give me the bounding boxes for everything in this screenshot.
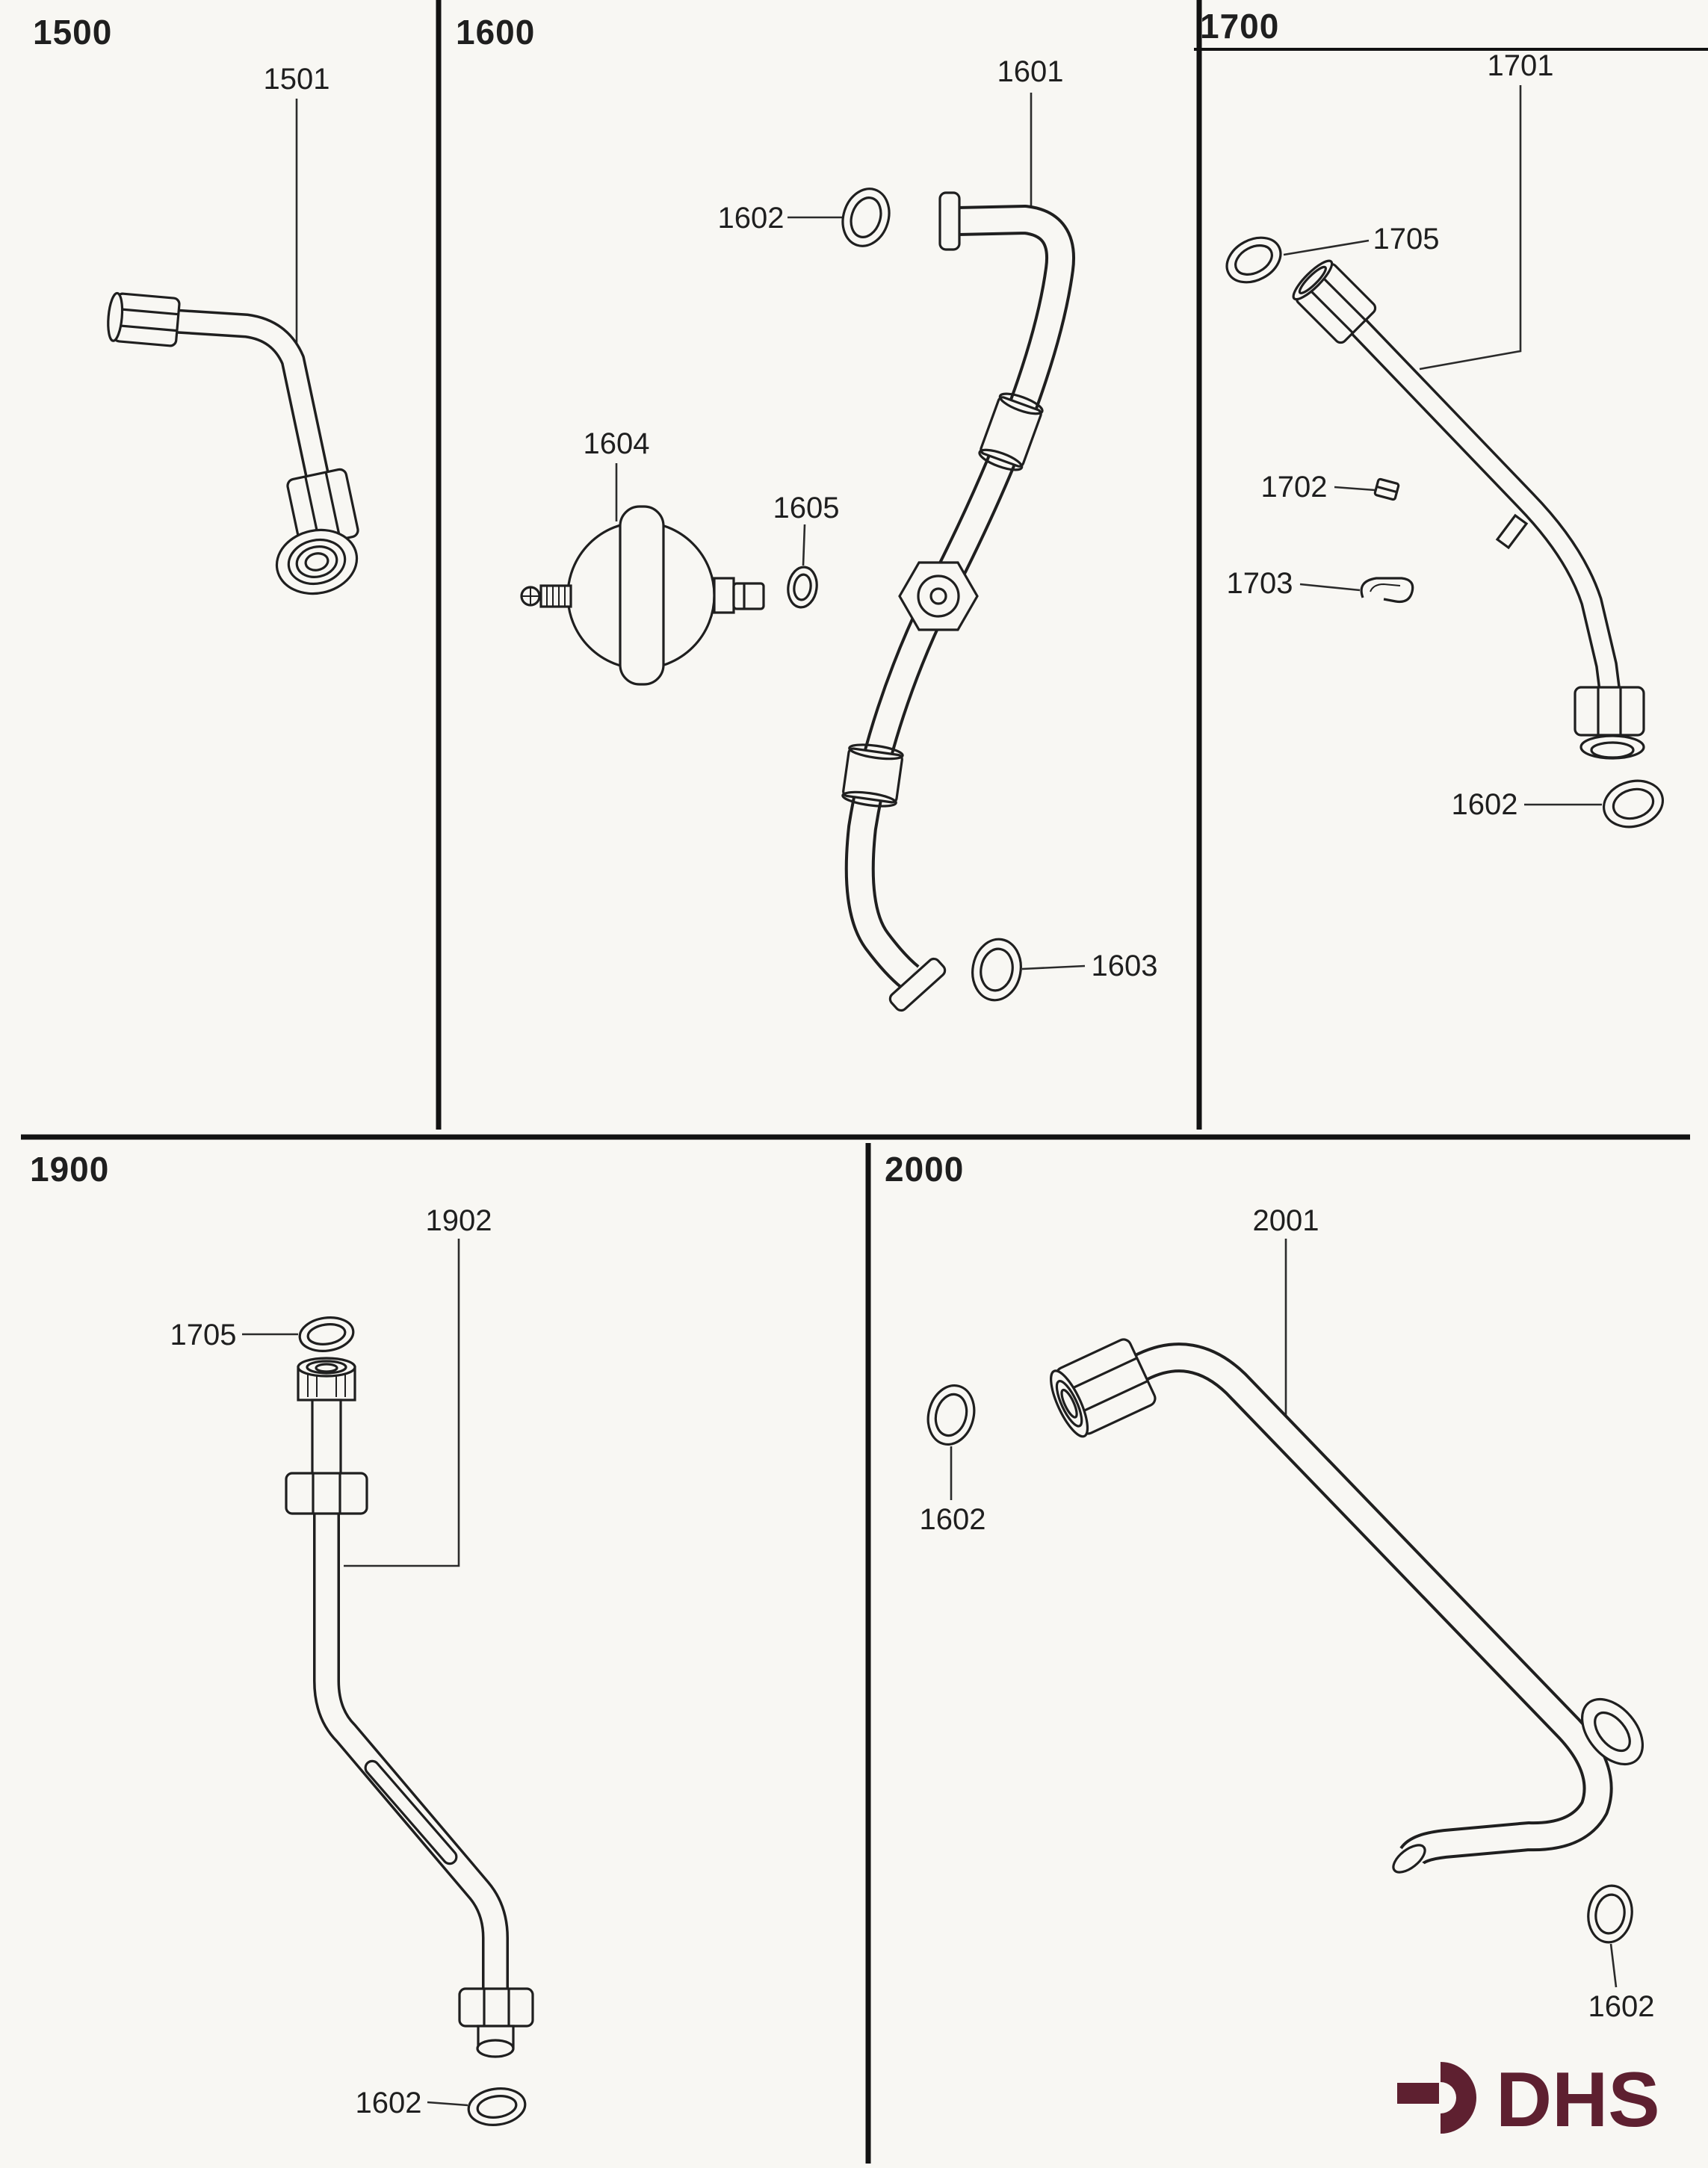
part-label-1602-bottom-2000: 1602 [1588, 1990, 1655, 2023]
leader-1602-1900 [427, 2101, 468, 2107]
dhs-logo: DHS [1397, 2057, 1660, 2143]
part-label-1601: 1601 [997, 55, 1064, 88]
leader-1703 [1299, 583, 1361, 592]
part-label-1602-left-2000: 1602 [919, 1503, 986, 1536]
part-1501-pipe-assembly [107, 291, 359, 595]
section-title-1500: 1500 [33, 13, 113, 52]
part-label-1705-1700: 1705 [1373, 223, 1440, 255]
part-label-1602-1900: 1602 [355, 2087, 422, 2119]
section-title-1900: 1900 [30, 1150, 110, 1189]
part-1601-pipe-assembly [841, 191, 1075, 1012]
o-ring-1602-1900 [467, 2087, 527, 2126]
part-1703-clip [1360, 577, 1414, 604]
o-ring-1602-left-2000 [926, 1384, 976, 1446]
o-ring-1605 [787, 566, 818, 609]
o-ring-1602-1700 [1602, 779, 1665, 829]
o-ring-1602-top [841, 188, 891, 247]
part-label-1605: 1605 [773, 492, 840, 524]
part-label-1705-1900: 1705 [170, 1319, 237, 1351]
leader-1605 [802, 524, 806, 566]
o-ring-1603 [971, 938, 1022, 1002]
section-title-1700: 1700 [1200, 7, 1280, 46]
part-1902-pipe-assembly [285, 1357, 534, 2058]
part-1701-pipe-assembly [1292, 259, 1645, 760]
section-dividers [21, 0, 1708, 2164]
part-label-1701: 1701 [1487, 49, 1554, 82]
leader-1603 [1021, 964, 1086, 970]
leader-1902 [344, 1239, 460, 1567]
leader-1705-1700 [1283, 239, 1370, 256]
dhs-logo-bar [1397, 2083, 1439, 2104]
part-label-1602-top: 1602 [717, 202, 785, 235]
leader-lines [242, 85, 1618, 2107]
dhs-logo-text: DHS [1496, 2057, 1660, 2143]
part-label-1604: 1604 [583, 427, 650, 460]
leader-1602-bottom-2000 [1609, 1943, 1618, 1988]
leader-1701 [1419, 85, 1522, 371]
part-label-1603: 1603 [1091, 950, 1158, 982]
part-label-1902: 1902 [425, 1204, 492, 1237]
o-ring-1705-1700 [1225, 236, 1282, 284]
part-1604-accumulator [520, 505, 765, 686]
part-label-1702: 1702 [1260, 471, 1328, 504]
section-title-1600: 1600 [456, 13, 536, 52]
part-1702-clip [1373, 477, 1400, 501]
leader-1702 [1334, 486, 1376, 492]
part-label-2001: 2001 [1252, 1204, 1319, 1237]
o-ring-1705-1900 [298, 1316, 355, 1352]
o-ring-1602-bottom-2000 [1587, 1884, 1633, 1944]
part-label-1602-1700: 1602 [1451, 788, 1518, 821]
dhs-logo-horseshoe-icon [1441, 2062, 1476, 2134]
part-label-1703: 1703 [1226, 567, 1293, 600]
part-2001-pipe-assembly [1050, 1338, 1644, 1874]
part-label-1501: 1501 [263, 63, 330, 96]
section-title-2000: 2000 [885, 1150, 965, 1189]
